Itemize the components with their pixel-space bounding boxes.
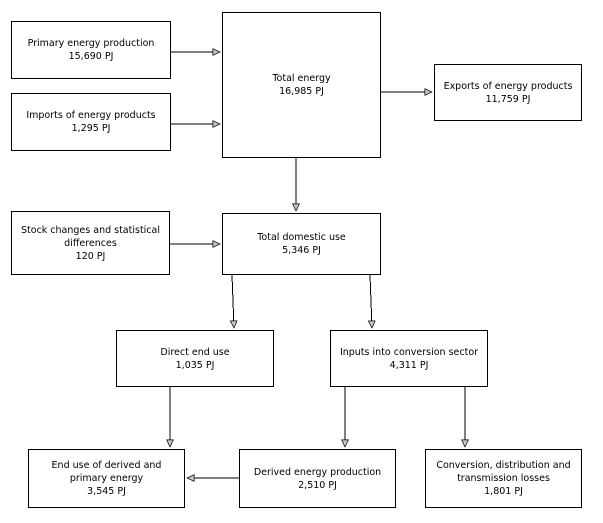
node-label: Total domestic use bbox=[257, 232, 346, 243]
node-stock-changes-and-statistical-differences: Stock changes and statistical difference… bbox=[11, 211, 170, 275]
node-value: 2,510 PJ bbox=[298, 479, 337, 491]
node-label: Imports of energy products bbox=[26, 110, 156, 121]
node-total-energy: Total energy 16,985 PJ bbox=[222, 12, 381, 158]
node-value: 1,035 PJ bbox=[175, 359, 215, 371]
node-label: Derived energy production bbox=[253, 466, 382, 478]
node-value: 11,759 PJ bbox=[485, 93, 531, 105]
node-primary-energy-production: Primary energy production 15,690 PJ bbox=[11, 21, 171, 79]
node-end-use-of-derived-and-primary-energy: End use of derived and primary energy 3,… bbox=[28, 449, 185, 508]
node-derived-energy-production: Derived energy production 2,510 PJ bbox=[239, 449, 396, 508]
node-value: 120 PJ bbox=[75, 250, 106, 262]
node-value: 3,545 PJ bbox=[87, 486, 126, 497]
node-conversion-distribution-and-transmission-losses: Conversion, distribution and transmissio… bbox=[425, 449, 582, 508]
node-exports-of-energy-products: Exports of energy products 11,759 PJ bbox=[434, 64, 582, 121]
node-inputs-into-conversion-sector: Inputs into conversion sector 4,311 PJ bbox=[330, 330, 488, 387]
node-label: Direct end use bbox=[160, 346, 230, 358]
edge-domestic-use-to-direct-end-use bbox=[232, 274, 234, 328]
node-label: Conversion, distribution and transmissio… bbox=[436, 460, 571, 484]
node-label: End use of derived and primary energy bbox=[51, 460, 162, 484]
node-value: 16,985 PJ bbox=[279, 86, 324, 97]
node-label: Primary energy production bbox=[27, 38, 155, 49]
node-direct-end-use: Direct end use 1,035 PJ bbox=[116, 330, 274, 387]
edge-domestic-use-to-conversion-inputs bbox=[370, 274, 372, 328]
node-imports-of-energy-products: Imports of energy products 1,295 PJ bbox=[11, 93, 171, 151]
node-value: 5,346 PJ bbox=[282, 245, 321, 256]
node-value: 4,311 PJ bbox=[389, 359, 429, 371]
node-label: Exports of energy products bbox=[443, 80, 573, 92]
node-value: 15,690 PJ bbox=[68, 51, 114, 62]
node-label: Inputs into conversion sector bbox=[339, 346, 479, 358]
node-label: Stock changes and statistical difference… bbox=[21, 224, 160, 249]
node-total-domestic-use: Total domestic use 5,346 PJ bbox=[222, 213, 381, 275]
node-label: Total energy bbox=[272, 73, 331, 84]
node-value: 1,801 PJ bbox=[484, 486, 523, 497]
node-value: 1,295 PJ bbox=[71, 123, 111, 134]
